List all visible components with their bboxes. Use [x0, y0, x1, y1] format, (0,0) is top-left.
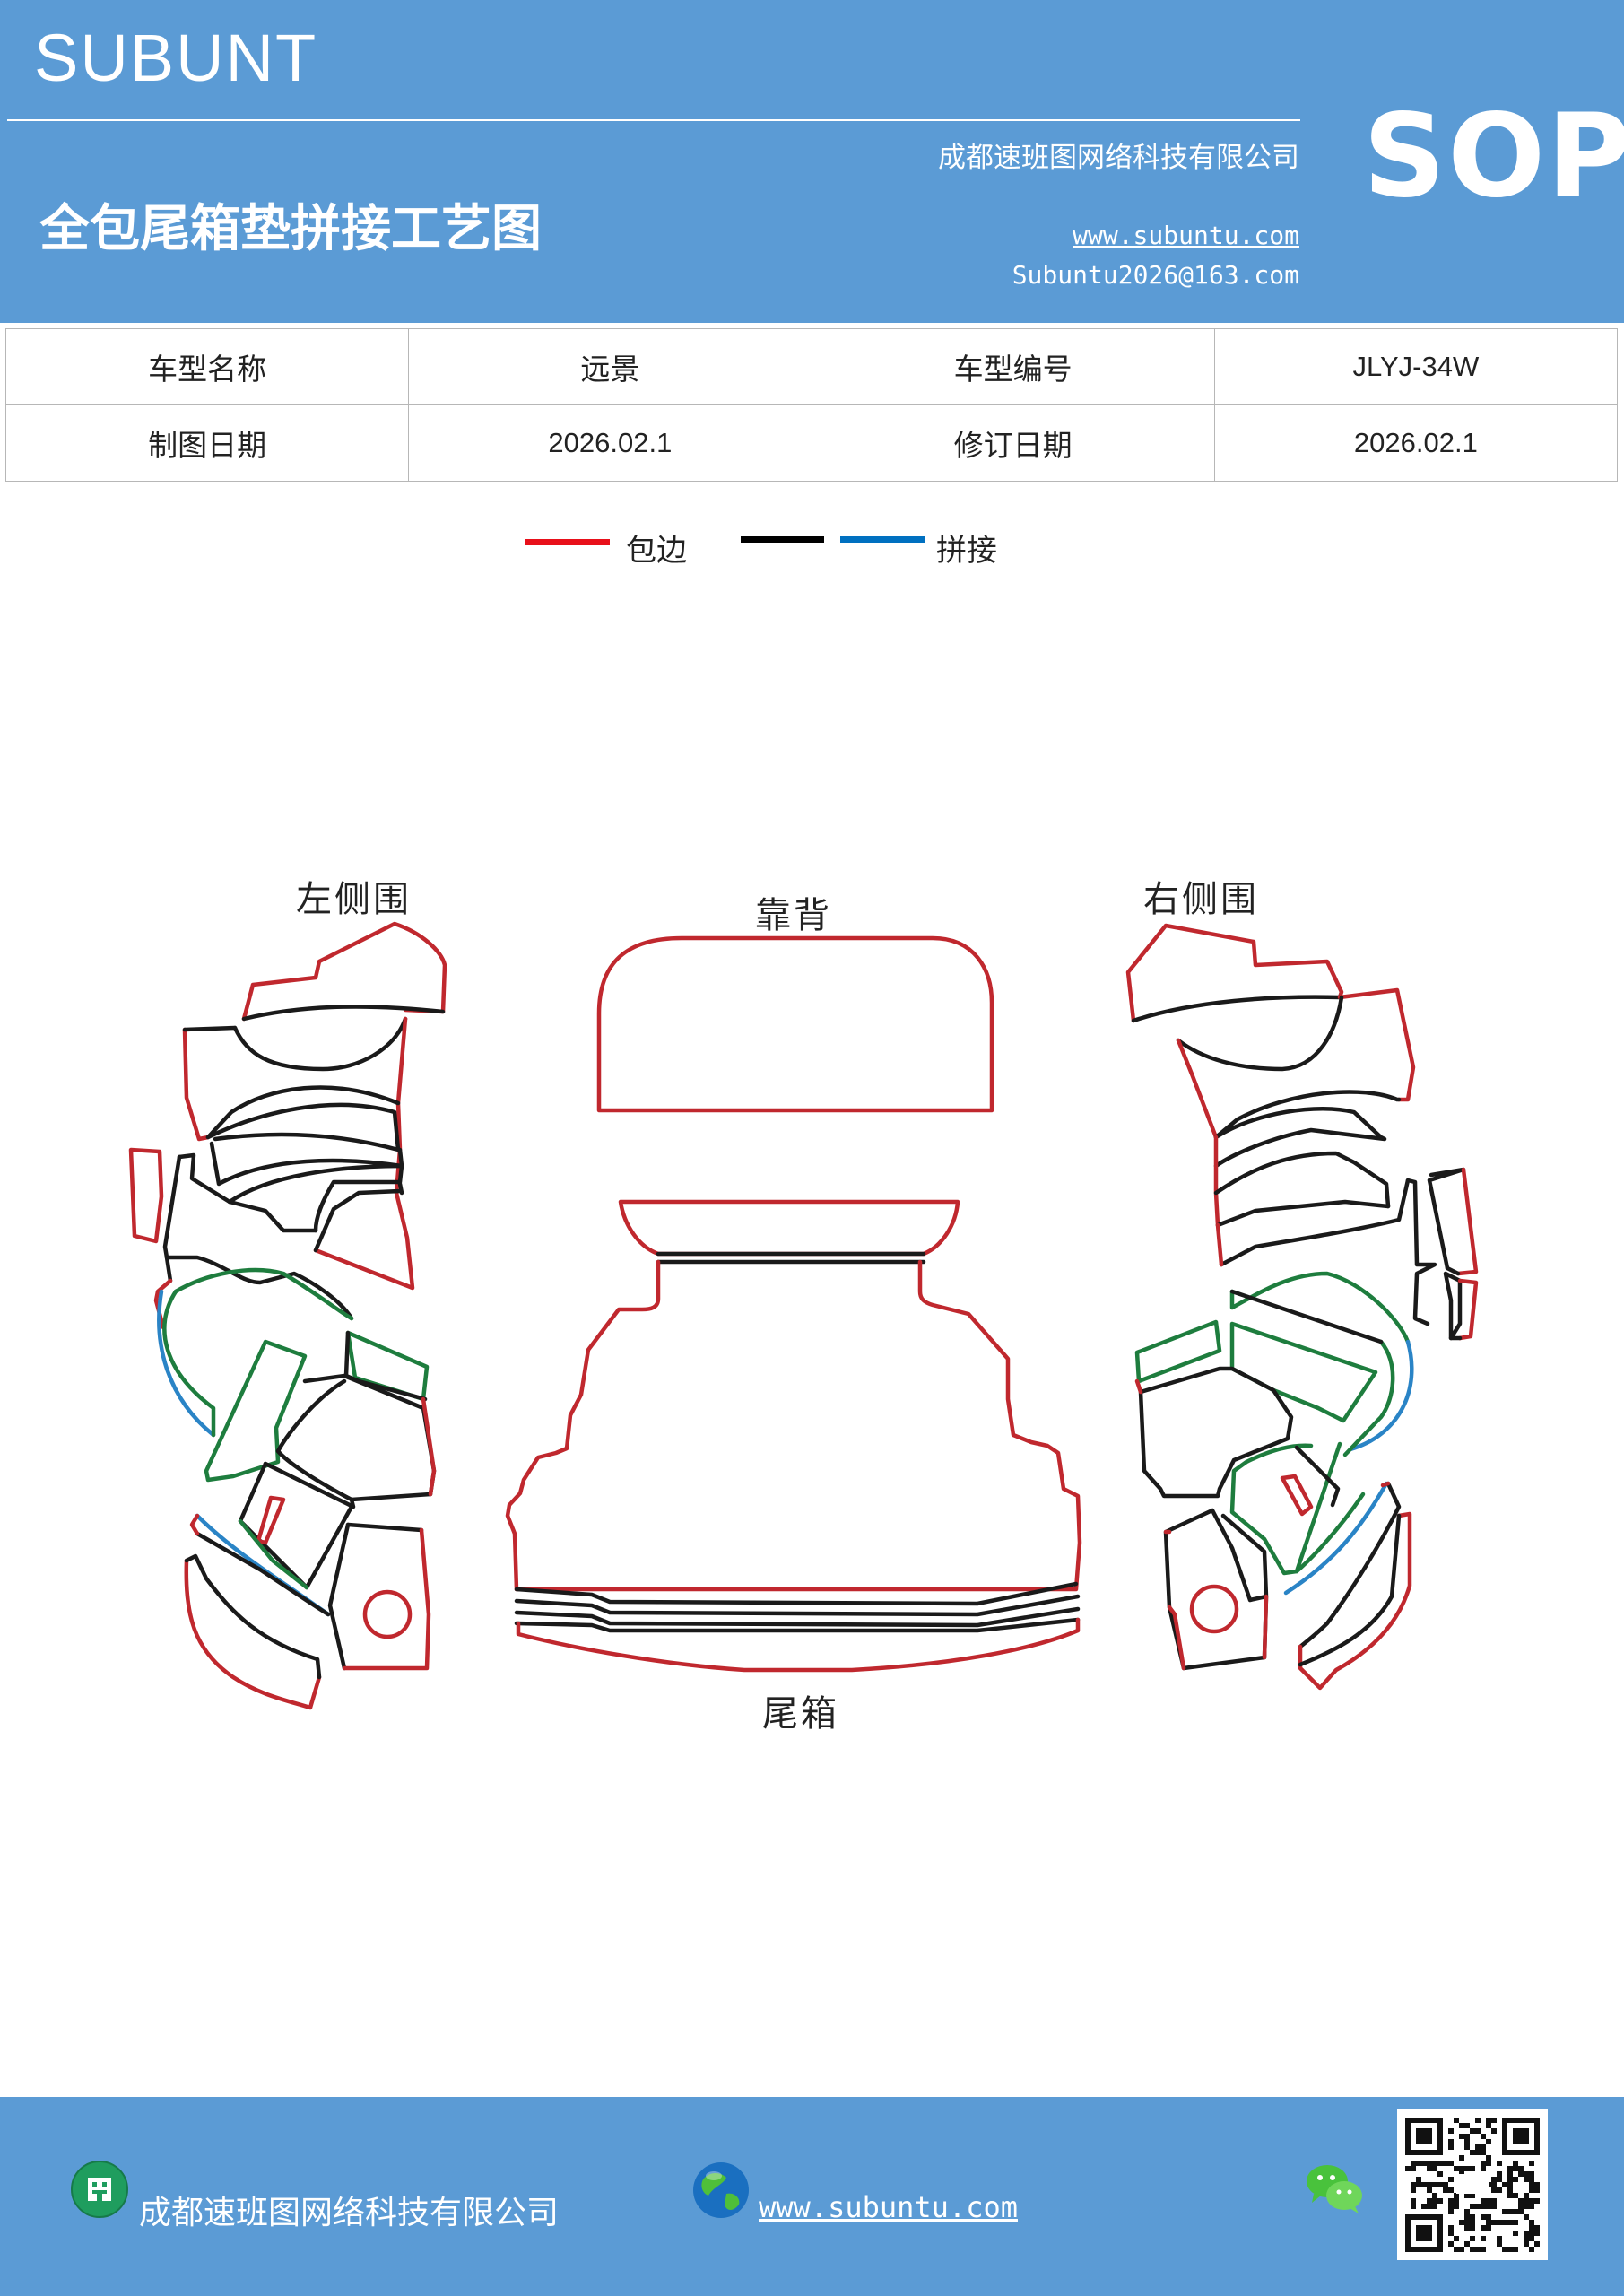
trunk-seam-3 [514, 1606, 1081, 1628]
table-row: 车型名称 远景 车型编号 JLYJ-34W [4, 328, 1619, 405]
header-website-link[interactable]: www.subuntu.com [1073, 221, 1299, 250]
right-side-panel [1125, 923, 1479, 1691]
legend-swatch-splice [840, 536, 925, 543]
backrest-piece [596, 935, 994, 1113]
trunk-seam-1 [514, 1581, 1079, 1606]
header-divider [7, 119, 1300, 121]
table-cell-value: 2026.02.1 [408, 404, 812, 482]
header-company: 成都速班图网络科技有限公司 [938, 142, 1299, 174]
table-cell-value: JLYJ-34W [1213, 328, 1619, 405]
brand-name: SUBUNT [34, 21, 318, 95]
table-cell-value: 2026.02.1 [1213, 404, 1619, 482]
table-cell-value: 远景 [408, 328, 812, 405]
info-table: 车型名称 远景 车型编号 JLYJ-34W 制图日期 2026.02.1 修订日… [4, 328, 1619, 482]
footer-company: 成都速班图网络科技有限公司 [139, 2195, 560, 2231]
building-icon [71, 2161, 128, 2218]
table-cell-label: 制图日期 [4, 404, 410, 482]
wechat-icon [1307, 2165, 1362, 2213]
trunk-floor-piece [505, 1259, 1082, 1592]
table-cell-label: 车型编号 [811, 328, 1215, 405]
header-band: SUBUNT 成都速班图网络科技有限公司 全包尾箱垫拼接工艺图 www.subu… [0, 0, 1624, 323]
legend-swatch-edge [525, 539, 610, 545]
label-right-side: 右侧围 [1143, 879, 1259, 920]
trunk-bottom-piece [516, 1617, 1081, 1673]
footer-website-link[interactable]: www.subuntu.com [759, 2190, 1018, 2224]
legend: 包边 拼接 [0, 529, 1624, 569]
globe-icon [693, 2162, 749, 2218]
trunk-seam-4 [514, 1617, 1081, 1633]
legend-swatch-seam [741, 536, 824, 543]
label-left-side: 左侧围 [296, 879, 412, 920]
page-title: 全包尾箱垫拼接工艺图 [39, 200, 542, 258]
table-cell-label: 车型名称 [4, 328, 410, 405]
label-trunk: 尾箱 [762, 1693, 839, 1735]
footer-band: 成都速班图网络科技有限公司 www.subuntu.com [0, 2097, 1624, 2296]
sop-badge: SOP [1363, 90, 1624, 223]
label-backrest: 靠背 [755, 895, 832, 936]
qr-code [1397, 2109, 1548, 2260]
table-row: 制图日期 2026.02.1 修订日期 2026.02.1 [4, 404, 1619, 482]
legend-label-splice: 拼接 [936, 533, 997, 569]
legend-label-edge: 包边 [626, 533, 687, 569]
left-side-panel [128, 921, 447, 1710]
trunk-seam-2 [514, 1594, 1081, 1617]
trunk-top-lip [618, 1199, 960, 1257]
table-cell-label: 修订日期 [811, 404, 1215, 482]
header-email-link[interactable]: Subuntu2026@163.com [1012, 260, 1299, 290]
